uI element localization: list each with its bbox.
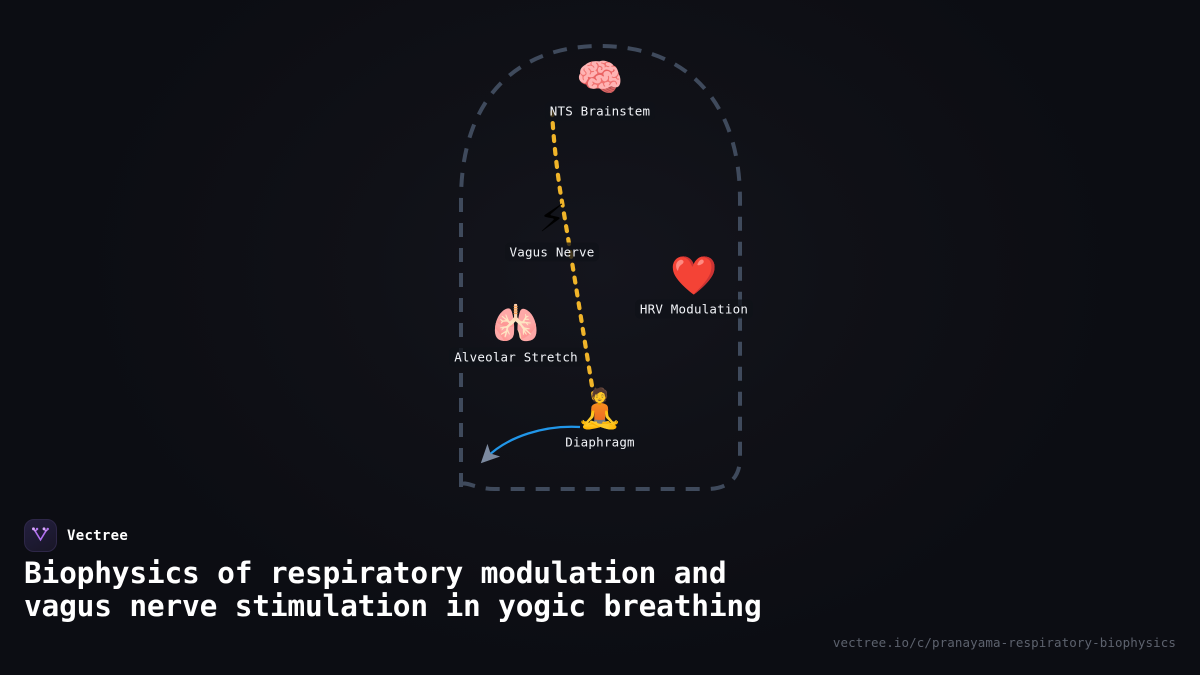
page-title: Biophysics of respiratory modulation and… <box>24 556 762 623</box>
vectree-v-logo-icon <box>24 519 57 552</box>
brain-icon: 🧠 <box>576 55 624 100</box>
node-label-diaphragm: Diaphragm <box>560 432 640 452</box>
node-diaphragm[interactable]: 🧘 Diaphragm <box>500 387 700 452</box>
diagram-vector-layer <box>459 43 742 491</box>
person-lotus-icon: 🧘 <box>576 386 624 431</box>
heart-icon: ❤️ <box>670 253 718 298</box>
vagal-afferent-dotted-path <box>549 109 597 401</box>
node-nts-brainstem[interactable]: 🧠 NTS Brainstem <box>500 56 700 121</box>
node-vagus-nerve[interactable]: ⚡ Vagus Nerve <box>452 197 652 262</box>
lightning-bolt-icon: ⚡ <box>538 196 566 241</box>
node-label-nts-brainstem: NTS Brainstem <box>544 101 656 121</box>
body-outline <box>459 43 742 491</box>
diaphragm-descent-arrow <box>480 425 581 464</box>
node-alveolar-stretch[interactable]: 🫁 Alveolar Stretch <box>416 302 616 367</box>
node-label-hrv-modulation: HRV Modulation <box>634 299 754 319</box>
node-label-vagus-nerve: Vagus Nerve <box>504 242 600 262</box>
node-hrv-modulation[interactable]: ❤️ HRV Modulation <box>594 254 794 319</box>
lungs-icon: 🫁 <box>492 301 540 346</box>
brand[interactable]: Vectree <box>24 519 128 552</box>
footer: Vectree Biophysics of respiratory modula… <box>0 505 1200 675</box>
respiratory-vagal-diagram: 🧠 NTS Brainstem ⚡ Vagus Nerve ❤️ HRV Mod… <box>416 43 794 491</box>
source-url: vectree.io/c/pranayama-respiratory-bioph… <box>832 635 1176 650</box>
logo-glyph <box>32 527 49 542</box>
brand-name: Vectree <box>67 527 129 544</box>
node-label-alveolar-stretch: Alveolar Stretch <box>449 347 583 367</box>
